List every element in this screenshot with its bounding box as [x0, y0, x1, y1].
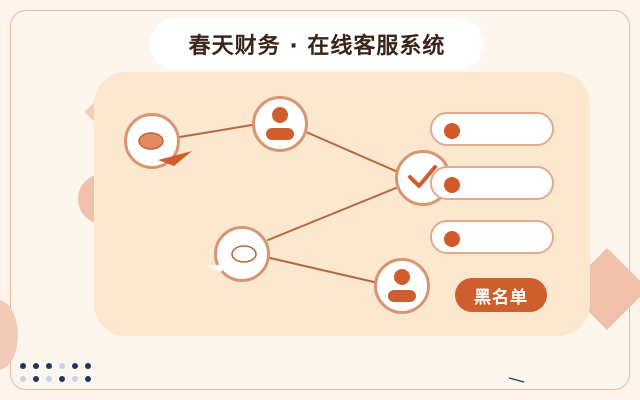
agent-node-top[interactable] [252, 96, 308, 152]
list-item[interactable] [430, 166, 554, 200]
list-item[interactable] [430, 112, 554, 146]
blacklist-button[interactable]: 黑名单 [455, 278, 547, 312]
list-item[interactable] [430, 220, 554, 254]
connector-chat-to-agent [179, 124, 253, 138]
chat-node-bottom[interactable] [207, 226, 270, 282]
deco-circle-bottom-left [0, 300, 18, 370]
speech-bubble-icon [138, 132, 192, 166]
agent-node-bottom[interactable] [374, 258, 430, 314]
connector-chat-to-hub [267, 187, 397, 241]
checkmark-icon [408, 165, 437, 188]
chat-node-top[interactable] [124, 113, 192, 169]
dot-icon [444, 231, 460, 247]
user-avatar-icon [266, 107, 294, 140]
connector-chat-to-agent-2 [269, 257, 375, 283]
dot-icon [444, 177, 460, 193]
deco-small-stroke [508, 377, 525, 383]
speech-bubble-icon [207, 245, 257, 272]
connector-agent-to-hub [305, 131, 399, 173]
dot-icon [444, 123, 460, 139]
page-title: 春天财务 · 在线客服系统 [150, 18, 484, 70]
user-avatar-icon [388, 269, 416, 302]
